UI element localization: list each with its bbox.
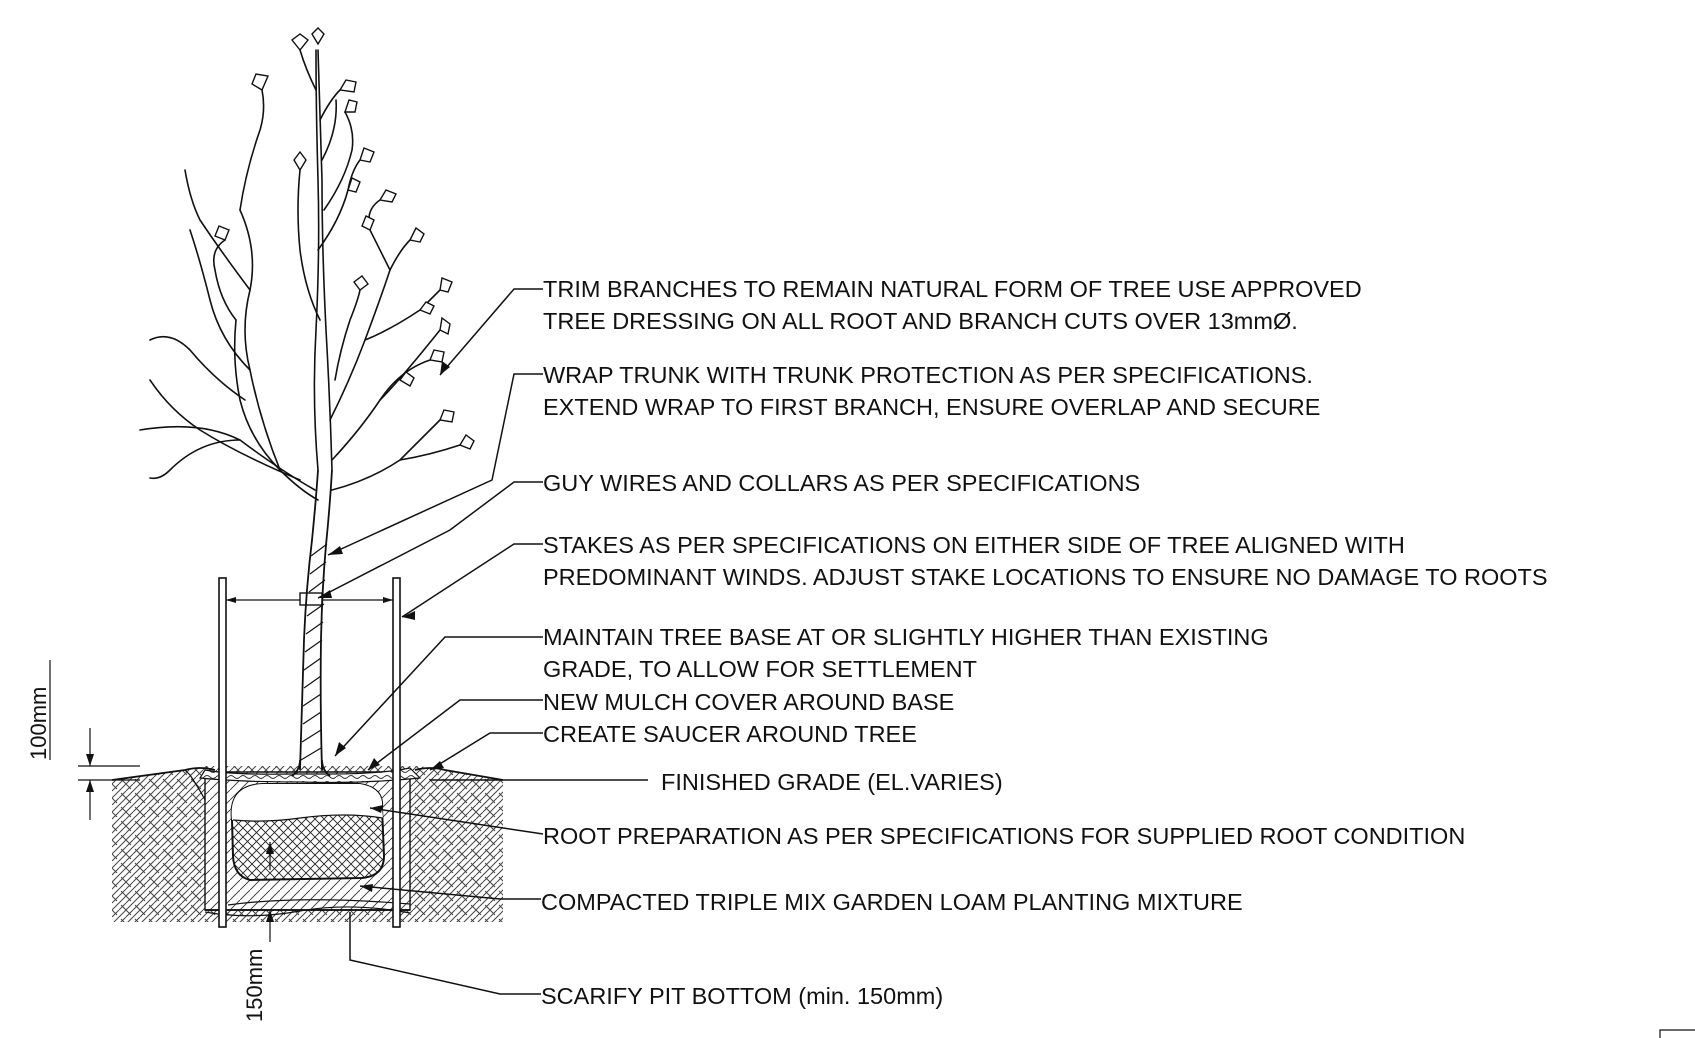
stake-right [392,577,401,928]
note-scarify: SCARIFY PIT BOTTOM (min. 150mm) [541,983,943,1009]
leader-base [334,636,543,757]
sheet-corner-mark [1659,1029,1695,1038]
note-finished-grade: FINISHED GRADE (EL.VARIES) [661,769,1003,795]
leader-trim [439,288,543,376]
dimension-150mm: 150mm [242,842,274,1022]
leader-lines [317,288,648,995]
notes: TRIM BRANCHES TO REMAIN NATURAL FORM OF … [541,276,1548,1009]
leader-root [369,807,544,835]
leader-scarify [349,912,541,995]
note-trim-line-2: TREE DRESSING ON ALL ROOT AND BRANCH CUT… [543,308,1298,334]
root-ball [230,783,386,882]
note-base-line-2: GRADE, TO ALLOW FOR SETTLEMENT [543,656,977,682]
note-base-line-1: MAINTAIN TREE BASE AT OR SLIGHTLY HIGHER… [543,624,1269,650]
leader-mulch [367,699,543,771]
note-planting-mixture: COMPACTED TRIPLE MIX GARDEN LOAM PLANTIN… [541,889,1243,915]
tree-trunk [291,469,333,777]
stake-left [218,577,227,928]
leader-saucer [429,732,543,771]
note-stakes-line-1: STAKES AS PER SPECIFICATIONS ON EITHER S… [543,532,1405,558]
leader-arrowheads [318,361,450,892]
note-saucer: CREATE SAUCER AROUND TREE [543,721,917,747]
leader-loam [359,885,541,900]
note-guy-wires: GUY WIRES AND COLLARS AS PER SPECIFICATI… [543,470,1140,496]
note-root-preparation: ROOT PREPARATION AS PER SPECIFICATIONS F… [543,823,1465,849]
note-wrap-line-1: WRAP TRUNK WITH TRUNK PROTECTION AS PER … [543,362,1313,388]
leader-stakes [401,543,543,618]
dimension-150mm-label: 150mm [242,949,267,1022]
note-mulch: NEW MULCH COVER AROUND BASE [543,689,954,715]
note-wrap-line-2: EXTEND WRAP TO FIRST BRANCH, ENSURE OVER… [543,394,1320,420]
dimension-100mm-label: 100mm [26,687,51,760]
note-stakes-line-2: PREDOMINANT WINDS. ADJUST STAKE LOCATION… [543,564,1548,590]
dimension-100mm: 100mm [26,660,140,820]
scarified-bottom [204,906,411,917]
mulch-layer [198,767,422,784]
leader-wrap [327,373,543,556]
tree-canopy [139,27,475,501]
note-trim-line-1: TRIM BRANCHES TO REMAIN NATURAL FORM OF … [543,276,1362,302]
guy-wire [226,592,393,606]
leader-guy [317,481,543,599]
